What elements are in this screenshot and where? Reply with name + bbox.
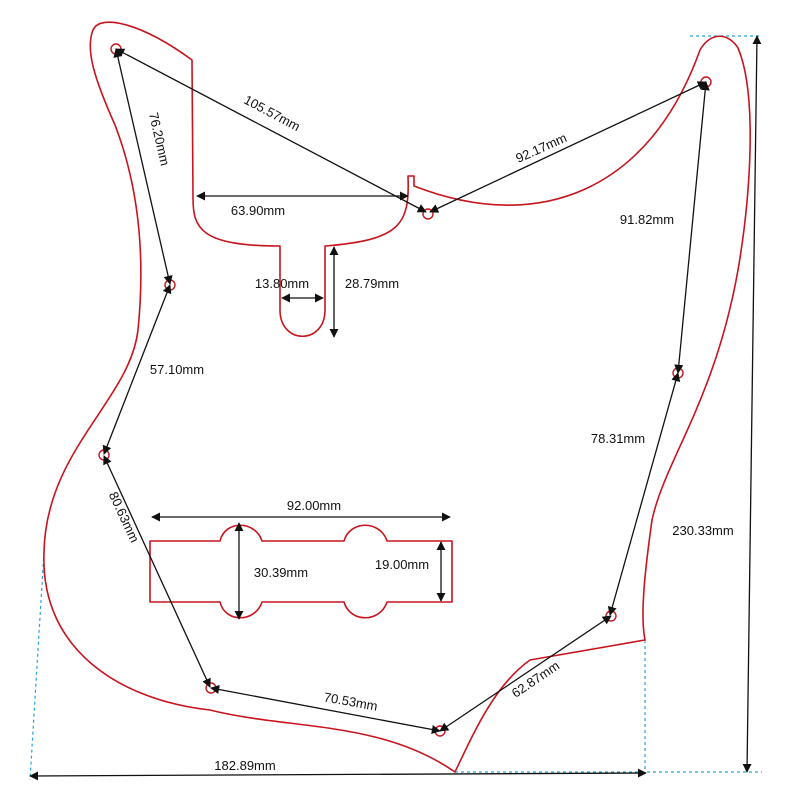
dim-label: 105.57mm xyxy=(241,92,302,134)
dim-label: 63.90mm xyxy=(231,203,285,218)
dim-label: 80.63mm xyxy=(106,489,143,544)
dim-line xyxy=(607,372,681,616)
dim-line xyxy=(210,685,441,734)
dim-line xyxy=(102,284,172,455)
dim-label: 78.31mm xyxy=(591,431,645,446)
dim-label: 30.39mm xyxy=(254,565,308,580)
dim-line xyxy=(113,48,173,285)
guide-lines xyxy=(29,35,762,781)
dimension-labels: 105.57mm 76.20mm 63.90mm 92.17mm 91.82mm… xyxy=(106,92,734,773)
dim-line xyxy=(429,81,707,213)
dim-line xyxy=(439,615,612,732)
dim-label: 57.10mm xyxy=(150,362,204,377)
dim-line xyxy=(742,35,762,773)
dim-label: 91.82mm xyxy=(620,212,674,227)
screw-hole xyxy=(98,449,110,461)
dim-label: 182.89mm xyxy=(214,758,275,773)
dim-line xyxy=(674,81,710,374)
screw-holes xyxy=(98,43,712,737)
dim-line xyxy=(29,768,647,781)
dim-label: 28.79mm xyxy=(345,276,399,291)
dim-label: 92.00mm xyxy=(287,498,341,513)
pickguard-outline xyxy=(43,21,751,773)
screw-hole xyxy=(422,208,434,220)
pickup-cutout xyxy=(149,524,453,619)
dim-line xyxy=(103,455,211,688)
dim-label: 19.00mm xyxy=(375,557,429,572)
dim-label: 230.33mm xyxy=(672,523,733,538)
dim-label: 76.20mm xyxy=(146,111,173,167)
dim-label: 92.17mm xyxy=(513,130,569,166)
guide-left xyxy=(29,551,45,781)
dimension-lines xyxy=(29,35,762,781)
dim-label: 13.80mm xyxy=(255,276,309,291)
